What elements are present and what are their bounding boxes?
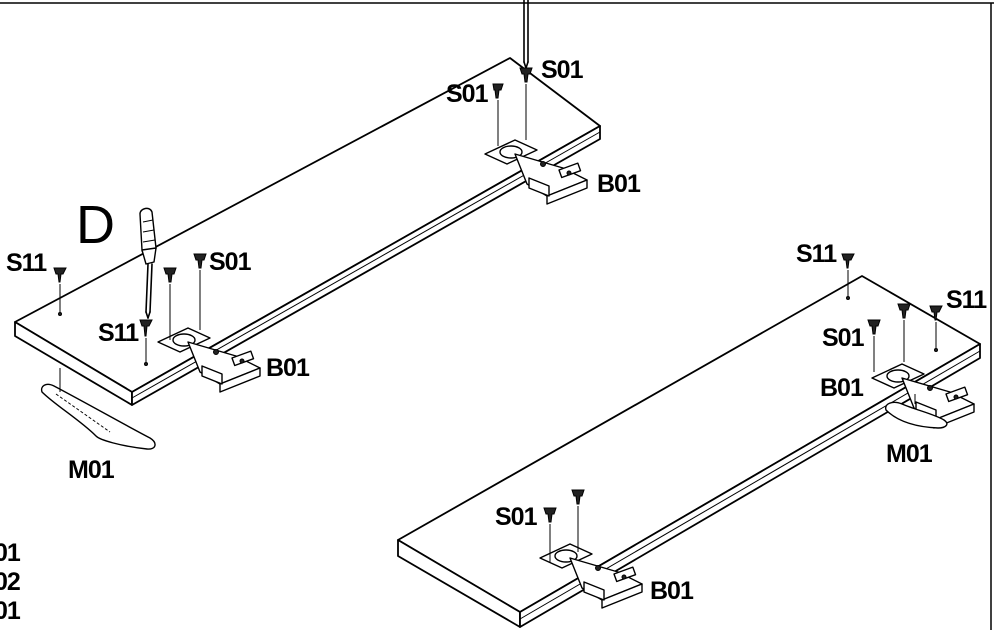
- screw-s01-left-b: [163, 267, 177, 340]
- right-board: [397, 275, 981, 628]
- label-s01: S01: [541, 56, 584, 84]
- label-m01: M01: [68, 456, 115, 484]
- label-s11: S11: [98, 319, 139, 347]
- label-s01: S01: [209, 248, 252, 276]
- screw-s01-left-a: [193, 253, 207, 330]
- screwdriver-left: [139, 207, 157, 319]
- label-b01: B01: [650, 577, 694, 605]
- hinge-b01-right-lower: [539, 543, 643, 609]
- label-s11: S11: [946, 286, 987, 314]
- screw-s01-top-b: [492, 83, 504, 146]
- label-s01: S01: [822, 324, 865, 352]
- handle-m01-right: [885, 394, 948, 429]
- screw-s01-right-c: [571, 489, 585, 552]
- legend-fragment: 01: [0, 597, 21, 625]
- hinge-b01-left: [157, 327, 261, 393]
- screw-s11-right-b: [929, 305, 943, 352]
- label-b01: B01: [266, 354, 310, 382]
- label-s01: S01: [446, 80, 489, 108]
- step-label: D: [76, 195, 115, 255]
- screw-s01-right-b: [867, 319, 881, 372]
- screw-s01-right-d: [543, 507, 557, 562]
- screw-s11-left-b: [139, 319, 153, 366]
- screwdriver-top: [523, 0, 529, 69]
- legend-fragment: 01: [0, 539, 21, 567]
- label-b01: B01: [820, 374, 864, 402]
- screw-s01-right-a: [897, 303, 911, 362]
- label-s11: S11: [796, 240, 837, 268]
- label-s11: S11: [6, 249, 47, 277]
- label-b01: B01: [597, 170, 641, 198]
- screw-s11-right-a: [841, 253, 855, 300]
- legend-fragment: 02: [0, 568, 20, 596]
- screw-s11-left-a: [53, 267, 67, 316]
- hinge-b01-top: [484, 139, 588, 205]
- label-s01: S01: [495, 503, 538, 531]
- handle-m01-left: [40, 368, 156, 450]
- left-board: [14, 57, 601, 406]
- screw-s01-top-a: [519, 67, 533, 140]
- label-m01: M01: [886, 440, 933, 468]
